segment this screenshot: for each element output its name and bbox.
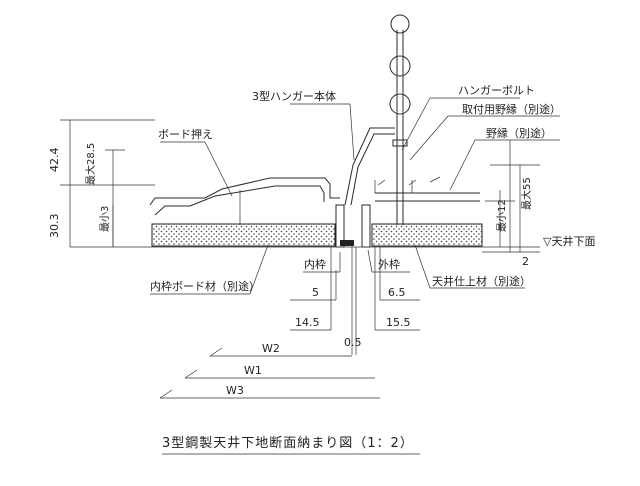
dim-42-4: 42.4 xyxy=(48,148,61,173)
left-dimensions xyxy=(60,119,155,247)
dim-5: 5 xyxy=(312,286,319,299)
dim-30-3: 30.3 xyxy=(48,214,61,239)
dim-0-5: 0.5 xyxy=(344,336,362,349)
dim-w2: W2 xyxy=(262,342,280,355)
dim-2: 2 xyxy=(522,255,529,268)
board-holder xyxy=(149,177,340,225)
hanger-bolt-label: ハンガーボルト xyxy=(458,84,535,97)
drawing-title: 3型鋼製天井下地断面納まり図（1：2） xyxy=(162,436,414,451)
leader-lines xyxy=(150,97,560,295)
hanger-body xyxy=(344,127,417,206)
board-holder-label: ボード押え xyxy=(158,127,213,141)
right-dimensions xyxy=(485,140,540,252)
dim-min-12: 最小12 xyxy=(496,199,508,232)
outer-frame xyxy=(361,204,371,248)
ceiling-bottom-label: ▽天井下面 xyxy=(543,234,595,248)
dim-max-55: 最大55 xyxy=(520,177,533,210)
dim-15-5: 15.5 xyxy=(386,316,411,329)
outer-frame-label: 外枠 xyxy=(378,257,400,271)
inner-board xyxy=(151,223,336,247)
dim-6-5: 6.5 xyxy=(388,286,406,299)
field-edge xyxy=(375,176,480,202)
mount-beam-label: 取付用野縁（別途） xyxy=(462,102,561,116)
dim-min-3: 最小3 xyxy=(99,206,111,232)
w-dimension-lines xyxy=(159,347,380,399)
hanger-body-label: 3型ハンガー本体 xyxy=(252,89,336,103)
field-edge-label: 野縁（別途） xyxy=(486,126,552,140)
ceiling-finish-label: 天井仕上材（別途） xyxy=(432,274,531,288)
bottom-dimension-drops xyxy=(290,247,420,355)
dim-max-28-5: 最大28.5 xyxy=(84,143,97,185)
inner-board-label: 内枠ボード材（別途） xyxy=(150,279,260,293)
dim-14-5: 14.5 xyxy=(295,316,320,329)
inner-frame xyxy=(335,204,354,248)
inner-frame-label: 内枠 xyxy=(304,257,326,271)
dim-w3: W3 xyxy=(226,384,244,397)
ceiling-finish-board xyxy=(371,223,483,247)
dim-w1: W1 xyxy=(244,364,262,377)
